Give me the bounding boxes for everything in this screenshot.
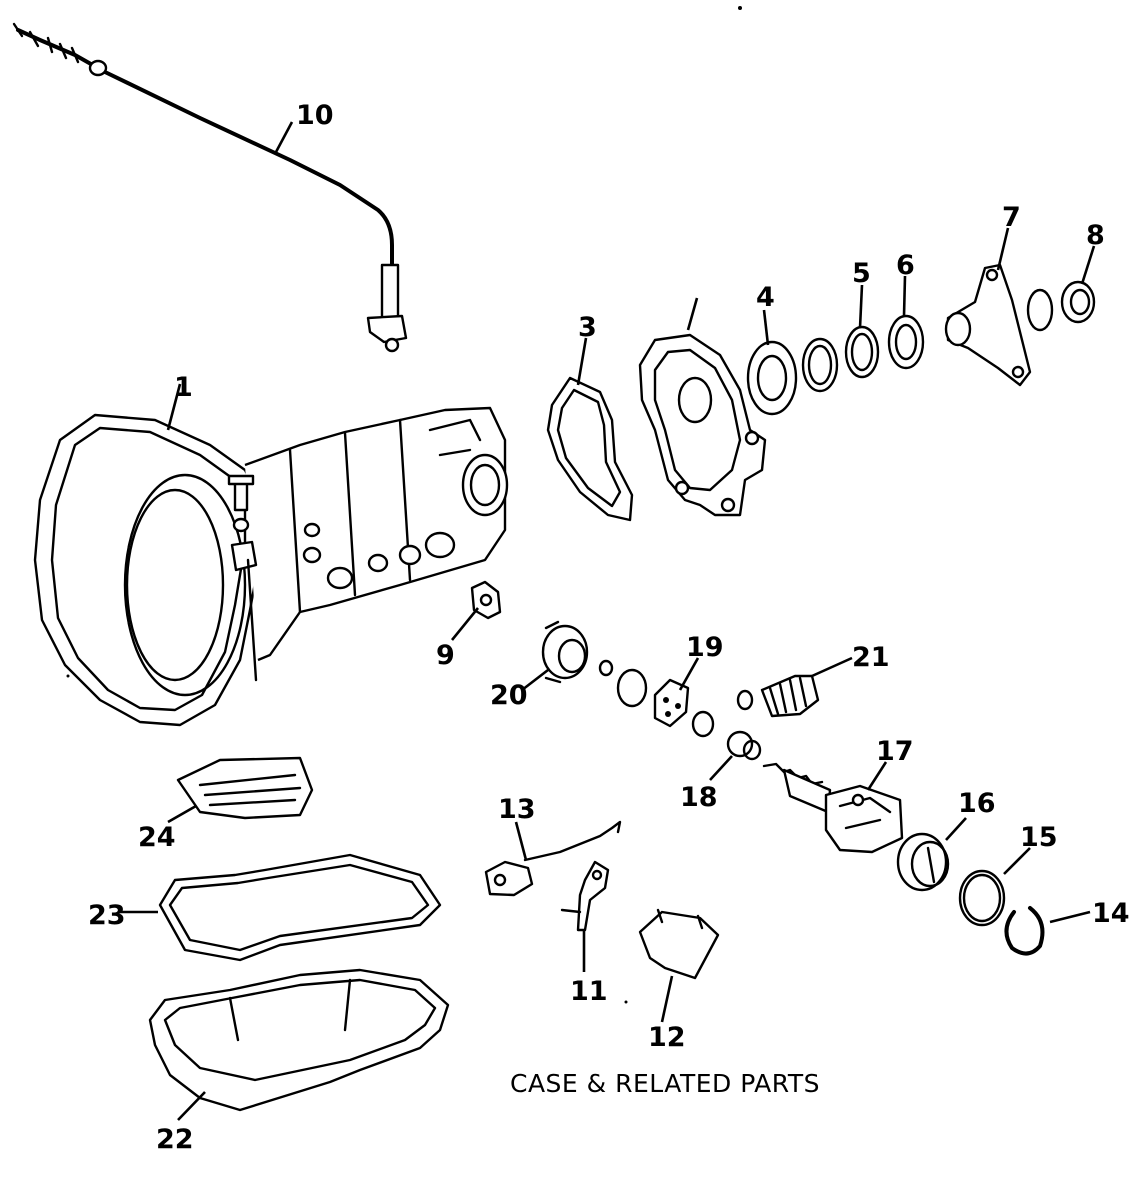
part-21-gear[interactable]: [760, 674, 820, 718]
part-1-transmission-case[interactable]: [33, 406, 509, 727]
callout-18: 18: [680, 782, 718, 813]
callout-17: 17: [876, 736, 914, 767]
leader-5: [858, 284, 864, 329]
leader-9: [450, 607, 480, 641]
leader-20: [521, 668, 549, 692]
part-18-seal[interactable]: [726, 730, 762, 761]
part-12-shield[interactable]: [638, 908, 720, 980]
callout-10: 10: [296, 100, 334, 131]
leader-7: [996, 227, 1010, 271]
callout-21: 21: [852, 642, 890, 673]
part-14-snap-ring[interactable]: [1004, 906, 1045, 956]
part-24-filter[interactable]: [176, 756, 314, 820]
part-20-governor[interactable]: [541, 620, 589, 684]
leader-2: [686, 297, 699, 331]
part-10-cable[interactable]: [12, 22, 408, 353]
part-5-ring[interactable]: [844, 325, 880, 379]
part-4-snap-ring[interactable]: [801, 337, 839, 393]
callout-24: 24: [138, 822, 176, 853]
leader-22: [177, 1091, 206, 1121]
part-6-seal[interactable]: [887, 314, 925, 370]
part-16-cover[interactable]: [896, 832, 950, 892]
callout-12: 12: [648, 1022, 686, 1053]
part-3-gasket[interactable]: [546, 376, 634, 522]
leader-3: [576, 337, 588, 386]
leader-19: [678, 657, 700, 691]
part-20-washer[interactable]: [598, 659, 614, 677]
part-11-bracket[interactable]: [560, 860, 610, 932]
callout-labels: 10 1 3 4 5 6 7 8 9 20 19 21 18 17 16 15 …: [88, 100, 1130, 1155]
leader-lines: [120, 121, 1096, 1121]
leader-24: [167, 804, 197, 824]
callout-11: 11: [570, 976, 608, 1007]
part-extension-housing[interactable]: [638, 333, 767, 517]
callout-5: 5: [852, 258, 871, 289]
leader-21: [811, 656, 853, 678]
speck-dot: [66, 674, 70, 678]
leader-18: [709, 755, 733, 781]
leader-6: [902, 275, 907, 317]
leader-14: [1049, 910, 1091, 924]
callout-9: 9: [436, 640, 455, 671]
callout-14: 14: [1092, 898, 1130, 929]
callout-7: 7: [1002, 202, 1021, 233]
leader-12: [660, 975, 674, 1023]
leader-15: [1003, 847, 1031, 875]
part-17-gear-housing[interactable]: [762, 762, 904, 854]
callout-13: 13: [498, 794, 536, 825]
part-8-nut[interactable]: [1060, 280, 1096, 324]
leader-8: [1080, 245, 1096, 285]
part-15-o-ring[interactable]: [958, 869, 1006, 927]
leader-17: [866, 761, 888, 791]
part-13-cable-lever[interactable]: [484, 820, 622, 897]
callout-23: 23: [88, 900, 126, 931]
speck-dot: [738, 6, 742, 10]
callout-15: 15: [1020, 822, 1058, 853]
leader-16: [945, 817, 967, 841]
part-21-washer[interactable]: [736, 689, 754, 711]
part-19-seal-ring[interactable]: [691, 710, 715, 738]
diagram-caption: CASE & RELATED PARTS: [510, 1069, 820, 1098]
callout-8: 8: [1086, 220, 1105, 251]
callout-22: 22: [156, 1124, 194, 1155]
leader-10: [274, 121, 294, 153]
leader-13: [514, 821, 528, 861]
part-19-o-ring[interactable]: [616, 668, 648, 708]
leader-4: [762, 309, 770, 346]
part-19-plate[interactable]: [653, 678, 690, 728]
callout-3: 3: [578, 312, 597, 343]
callout-4: 4: [756, 282, 775, 313]
speck-dot: [624, 1000, 628, 1004]
callout-19: 19: [686, 632, 724, 663]
part-23-pan-gasket[interactable]: [158, 853, 442, 962]
part-22-oil-pan[interactable]: [148, 968, 450, 1112]
callout-20: 20: [490, 680, 528, 711]
part-7-washer[interactable]: [1026, 288, 1054, 332]
leader-1: [166, 383, 182, 431]
part-7-flange[interactable]: [944, 263, 1032, 387]
callout-16: 16: [958, 788, 996, 819]
callout-1: 1: [174, 372, 193, 403]
part-4-bearing[interactable]: [746, 340, 798, 416]
part-9-plug[interactable]: [470, 580, 502, 620]
callout-6: 6: [896, 250, 915, 281]
